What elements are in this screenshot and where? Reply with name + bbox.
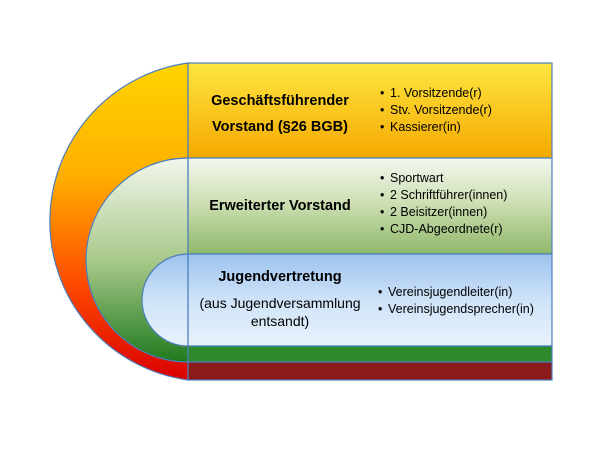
subtitle-line: entsandt)	[250, 313, 310, 329]
section-erweiterter-list: Sportwart 2 Schriftführer(innen) 2 Beisi…	[380, 170, 507, 238]
list-item: Kassierer(in)	[380, 119, 492, 136]
green-band	[187, 345, 553, 363]
subtitle-line: (aus Jugendversammlung	[199, 295, 361, 311]
list-item: 2 Beisitzer(innen)	[380, 204, 507, 221]
section-jugendvertretung-list: Vereinsjugendleiter(in) Vereinsjugendspr…	[378, 284, 534, 318]
section-jugendvertretung-title: Jugendvertretung	[190, 264, 370, 290]
title-line: Jugendvertretung	[218, 269, 342, 285]
list-item: 1. Vorsitzende(r)	[380, 85, 492, 102]
section-geschaeftsfuehrender-list: 1. Vorsitzende(r) Stv. Vorsitzende(r) Ka…	[380, 85, 492, 136]
list-item: 2 Schriftführer(innen)	[380, 187, 507, 204]
section-erweiterter-title: Erweiterter Vorstand	[190, 193, 370, 219]
list-item: Sportwart	[380, 170, 507, 187]
red-band	[187, 361, 553, 381]
title-line: Vorstand (§26 BGB)	[212, 119, 348, 135]
list-item: Stv. Vorsitzende(r)	[380, 102, 492, 119]
title-line: Geschäftsführender	[211, 93, 349, 109]
section-jugendvertretung-subtitle: (aus Jugendversammlung entsandt)	[186, 294, 374, 330]
inner-arch	[141, 253, 189, 347]
list-item: CJD-Abgeordnete(r)	[380, 221, 507, 238]
list-item: Vereinsjugendleiter(in)	[378, 284, 534, 301]
section-geschaeftsfuehrender-title: Geschäftsführender Vorstand (§26 BGB)	[190, 88, 370, 140]
list-item: Vereinsjugendsprecher(in)	[378, 301, 534, 318]
title-line: Erweiterter Vorstand	[209, 198, 351, 214]
